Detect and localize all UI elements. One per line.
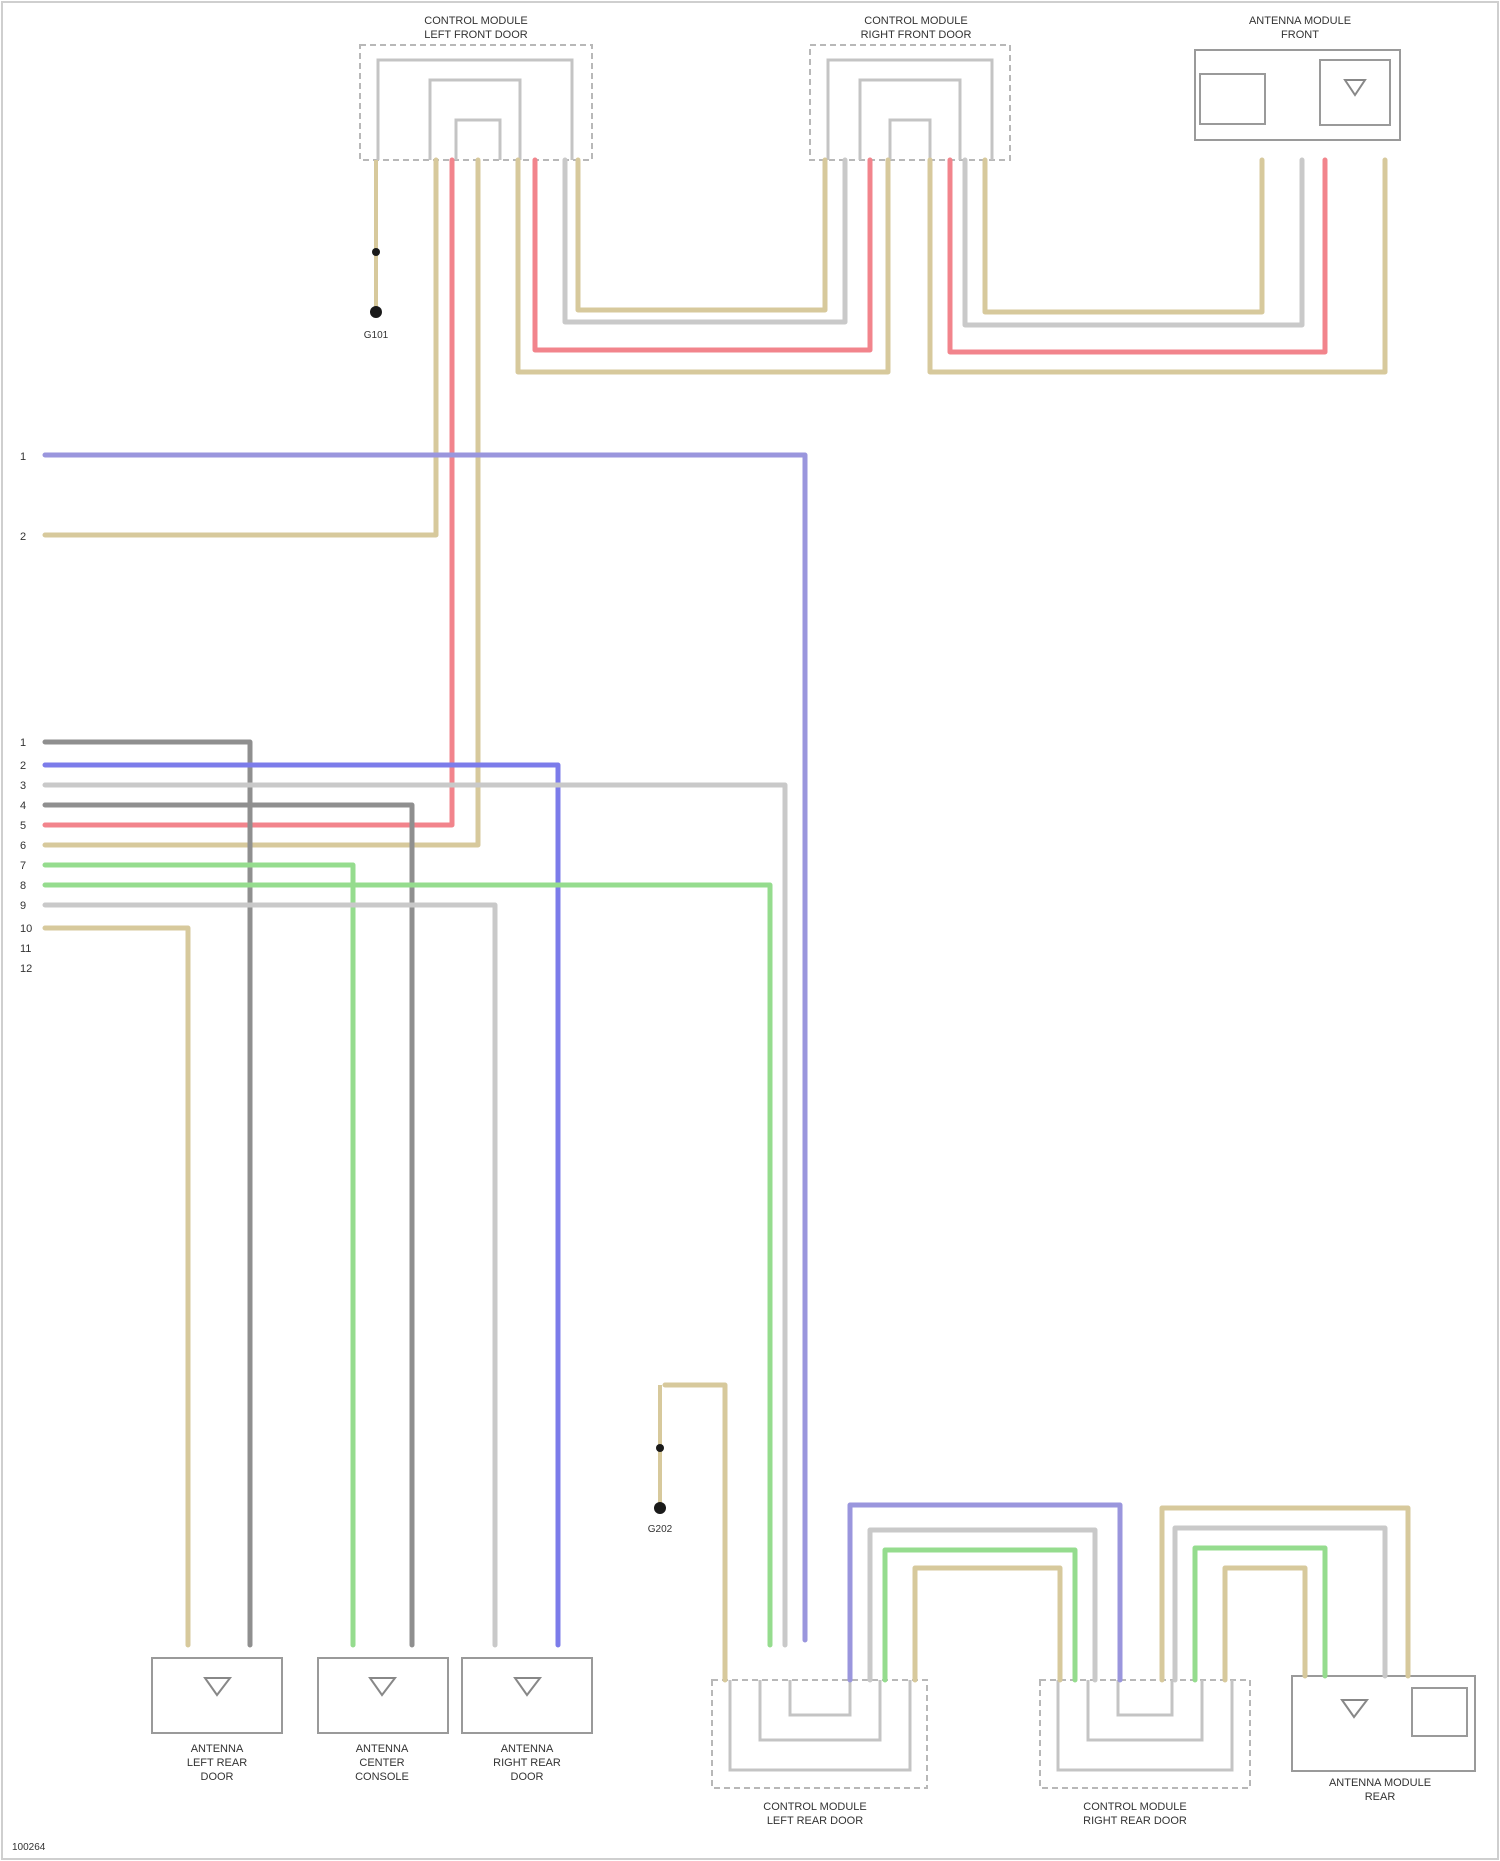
ground-icon	[370, 306, 382, 318]
door-module-right-rear: CONTROL MODULE RIGHT REAR DOOR	[1040, 1680, 1250, 1827]
wire-green	[45, 865, 353, 1645]
door-rr-line1: CONTROL MODULE	[1083, 1801, 1187, 1813]
door-rf-line2: RIGHT FRONT DOOR	[861, 29, 972, 41]
ant-lr-line3: DOOR	[201, 1771, 234, 1783]
ant-rr-line2: RIGHT REAR	[493, 1757, 561, 1769]
door-lf-line2: LEFT FRONT DOOR	[424, 29, 528, 41]
wire-gray	[565, 160, 845, 322]
antenna-module-rear: ANTENNA MODULE REAR	[1292, 1676, 1475, 1803]
harness-pin-label: 11	[20, 943, 31, 955]
wire-tan	[578, 160, 825, 310]
harness-pin-label: 9	[20, 900, 26, 912]
wire-gray	[45, 742, 250, 1645]
ant-rr-line1: ANTENNA	[501, 1743, 554, 1755]
footer-code: 100264	[12, 1842, 46, 1853]
ant-top-line2: FRONT	[1281, 29, 1319, 41]
wire-tan	[518, 160, 888, 372]
ant-lr-line1: ANTENNA	[191, 1743, 244, 1755]
ground-g2: G202	[648, 1385, 673, 1535]
wire-tan	[915, 1568, 1060, 1680]
wire-gray	[45, 785, 785, 1645]
wire-gray	[45, 905, 495, 1645]
wire-tan	[985, 160, 1262, 312]
ground-icon	[654, 1502, 666, 1514]
ant-mid-line1: ANTENNA	[356, 1743, 409, 1755]
harness-connector-labels: 1 2 3 4 5 6 7 8 9 10 11 12	[20, 737, 32, 975]
antenna-left-rear: ANTENNA LEFT REAR DOOR	[152, 1658, 282, 1783]
antenna-right-rear: ANTENNA RIGHT REAR DOOR	[462, 1658, 592, 1783]
wire-tan	[1162, 1508, 1408, 1680]
wire-blue	[45, 765, 558, 1645]
ant-rear-line2: REAR	[1365, 1791, 1396, 1803]
wire-gray	[45, 805, 412, 1645]
harness-pin-label: 10	[20, 923, 32, 935]
ant-lr-line2: LEFT REAR	[187, 1757, 247, 1769]
antenna-center-console: ANTENNA CENTER CONSOLE	[318, 1658, 448, 1783]
wire-tan	[665, 1385, 725, 1680]
harness-pin-label: 3	[20, 780, 26, 792]
wire-tan	[1225, 1568, 1305, 1680]
wire-red	[45, 160, 452, 825]
ant-rr-line3: DOOR	[511, 1771, 544, 1783]
harness-pin-label: 5	[20, 820, 26, 832]
harness-pin-label: 2	[20, 760, 26, 772]
wire-gray	[1175, 1528, 1385, 1680]
side-label-1: 1	[20, 451, 26, 463]
ant-mid-line2: CENTER	[359, 1757, 404, 1769]
ground-g1: G101	[364, 160, 389, 341]
door-module-left-rear: CONTROL MODULE LEFT REAR DOOR	[712, 1680, 927, 1827]
harness-pin-label: 4	[20, 800, 26, 812]
wire-tan	[45, 928, 188, 1645]
wire-purple	[45, 455, 805, 1640]
door-rr-line2: RIGHT REAR DOOR	[1083, 1815, 1187, 1827]
harness-pin-label: 12	[20, 963, 32, 975]
harness-pin-label: 7	[20, 860, 26, 872]
ground-g1-label: G101	[364, 330, 389, 341]
wire-gray	[965, 160, 1302, 325]
door-module-right-front: CONTROL MODULE RIGHT FRONT DOOR	[810, 15, 1010, 160]
door-rf-line1: CONTROL MODULE	[864, 15, 968, 27]
ant-top-line1: ANTENNA MODULE	[1249, 15, 1351, 27]
harness-pin-label: 8	[20, 880, 26, 892]
harness-pin-label: 6	[20, 840, 26, 852]
door-lr-line2: LEFT REAR DOOR	[767, 1815, 863, 1827]
ground-g2-label: G202	[648, 1524, 673, 1535]
antenna-module-front: ANTENNA MODULE FRONT	[1195, 15, 1400, 140]
door-lr-line1: CONTROL MODULE	[763, 1801, 867, 1813]
harness-pin-label: 1	[20, 737, 26, 749]
wires	[45, 160, 1408, 1680]
wire-tan	[930, 160, 1385, 372]
ant-rear-line1: ANTENNA MODULE	[1329, 1777, 1431, 1789]
door-lf-line1: CONTROL MODULE	[424, 15, 528, 27]
side-label-2: 2	[20, 531, 26, 543]
ant-mid-line3: CONSOLE	[355, 1771, 409, 1783]
door-module-left-front: CONTROL MODULE LEFT FRONT DOOR	[360, 15, 592, 160]
